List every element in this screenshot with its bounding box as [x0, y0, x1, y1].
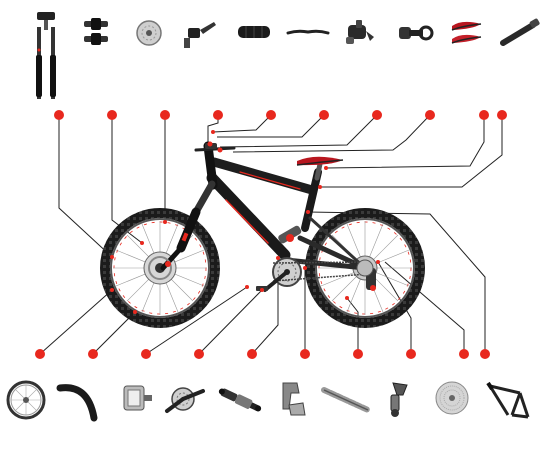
- bike-drivetrain: [256, 257, 376, 292]
- leader-lines: [39, 114, 503, 355]
- callout-dot[interactable]: [480, 349, 490, 359]
- handlebar-icon[interactable]: [286, 29, 330, 35]
- callout-dot[interactable]: [141, 349, 151, 359]
- leader-line: [219, 114, 378, 148]
- target-dot: [303, 266, 307, 270]
- target-dot: [306, 210, 310, 214]
- stem-icon[interactable]: [399, 25, 434, 41]
- callout-dot[interactable]: [353, 349, 363, 359]
- callout-dot[interactable]: [194, 349, 204, 359]
- wheel-icon[interactable]: [6, 380, 46, 420]
- brake-lever-icon[interactable]: [184, 22, 216, 48]
- callout-dot[interactable]: [54, 110, 64, 120]
- cassette-icon[interactable]: [435, 381, 469, 415]
- callout-dot[interactable]: [372, 110, 382, 120]
- shifter-icon[interactable]: [346, 20, 374, 44]
- target-dot: [260, 288, 264, 292]
- callout-dot[interactable]: [35, 349, 45, 359]
- callout-dot[interactable]: [247, 349, 257, 359]
- target-dot: [376, 260, 380, 264]
- frame-icon[interactable]: [486, 381, 530, 419]
- callout-dot[interactable]: [107, 110, 117, 120]
- brake-disc-rotor-icon[interactable]: [136, 20, 162, 46]
- seatpost-icon[interactable]: [500, 18, 540, 46]
- callout-dot[interactable]: [319, 110, 329, 120]
- leader-line: [232, 114, 431, 153]
- tire-icon[interactable]: [56, 384, 98, 422]
- bike-front-disc: [148, 256, 172, 280]
- pedal-icon[interactable]: [123, 385, 152, 411]
- suspension-fork-icon[interactable]: [36, 12, 56, 99]
- leader-line: [111, 115, 143, 244]
- saddle-icon[interactable]: [451, 21, 482, 44]
- leader-line: [39, 289, 113, 355]
- bike-saddle: [296, 156, 344, 166]
- callout-dot[interactable]: [479, 110, 489, 120]
- target-dot: [163, 220, 167, 224]
- target-dot: [245, 285, 249, 289]
- top-parts-row: [36, 12, 540, 99]
- brake-caliper-icon[interactable]: [84, 18, 108, 45]
- callout-dot[interactable]: [266, 110, 276, 120]
- target-dot: [324, 166, 328, 170]
- target-dot: [140, 241, 144, 245]
- callout-dot[interactable]: [497, 110, 507, 120]
- target-dot: [318, 185, 322, 189]
- rear-derailleur-icon[interactable]: [390, 382, 408, 417]
- chain-icon[interactable]: [321, 387, 371, 413]
- callout-dot[interactable]: [88, 349, 98, 359]
- target-dot: [110, 288, 114, 292]
- bike-cockpit: [194, 141, 236, 153]
- front-derailleur-icon[interactable]: [282, 382, 306, 416]
- target-dot: [276, 256, 280, 260]
- front-wheel: [100, 208, 220, 328]
- target-dot: [110, 255, 114, 259]
- leader-line: [325, 115, 485, 169]
- callout-dot[interactable]: [459, 349, 469, 359]
- callout-dot[interactable]: [213, 110, 223, 120]
- leader-line: [377, 261, 412, 354]
- mountain-bike-illustration: [100, 141, 425, 328]
- callout-dot[interactable]: [160, 110, 170, 120]
- target-dot: [211, 130, 215, 134]
- callout-dots: [35, 110, 507, 359]
- callout-dot[interactable]: [425, 110, 435, 120]
- rear-shock-icon[interactable]: [217, 386, 263, 415]
- leader-line: [198, 289, 263, 355]
- leader-line: [307, 211, 486, 354]
- bottom-parts-row: [6, 380, 530, 422]
- callout-dot[interactable]: [300, 349, 310, 359]
- handlebar-grip-icon[interactable]: [238, 26, 270, 38]
- leader-line: [145, 286, 248, 355]
- bike-frame: [203, 141, 368, 271]
- leader-line: [212, 114, 272, 133]
- crankset-icon[interactable]: [165, 387, 205, 413]
- target-dot: [345, 296, 349, 300]
- leader-line: [320, 115, 503, 188]
- callout-dot[interactable]: [406, 349, 416, 359]
- leader-line: [92, 311, 136, 355]
- leader-line: [58, 115, 113, 258]
- target-dot: [133, 310, 137, 314]
- leader-line: [217, 114, 325, 138]
